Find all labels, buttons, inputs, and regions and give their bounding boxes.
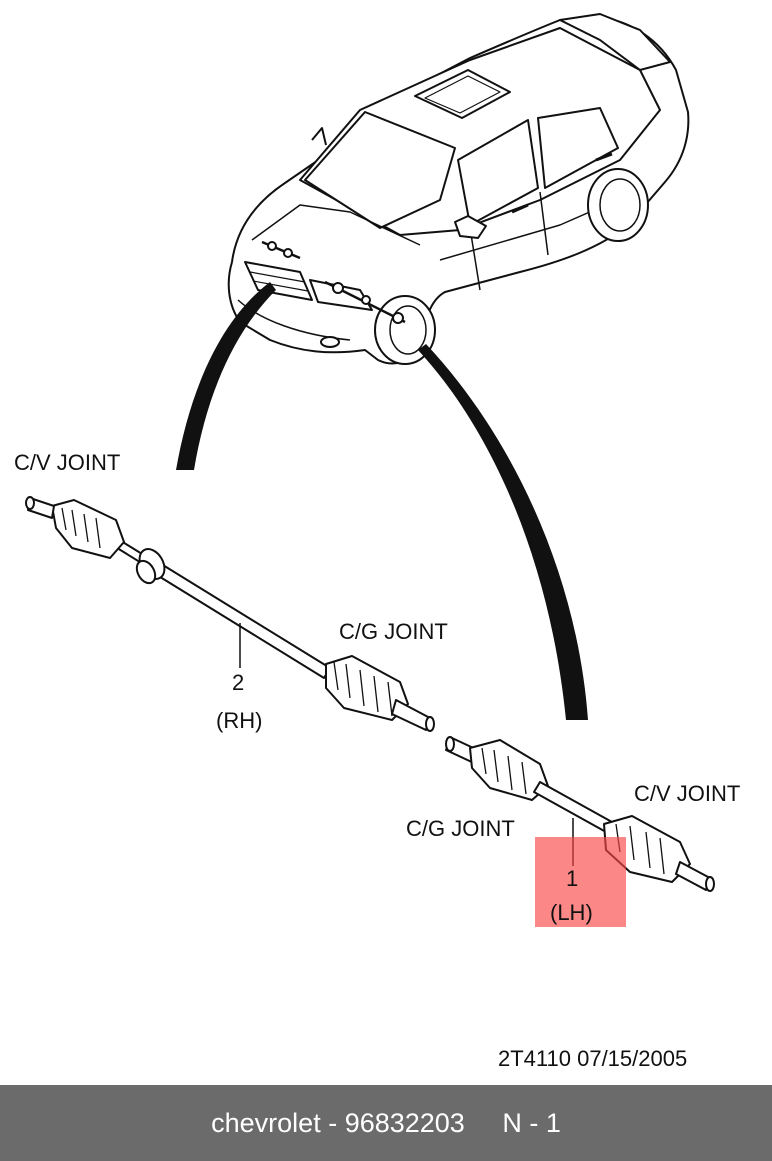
cg-joint-label-lh: C/G JOINT — [406, 816, 515, 841]
cv-joint-label-rh: C/V JOINT — [14, 450, 121, 475]
part-number-rh: 2 — [232, 670, 245, 695]
part-side-rh: (RH) — [216, 708, 263, 733]
rh-drive-shaft — [25, 496, 435, 732]
part-side-lh: (LH) — [550, 900, 593, 925]
pointer-arrow-rh — [176, 282, 276, 470]
exploded-drive-shaft-diagram — [25, 13, 715, 892]
cv-joint-label-lh: C/V JOINT — [634, 781, 741, 806]
part-number-lh: 1 — [566, 866, 579, 891]
pointer-arrow-lh — [418, 344, 588, 720]
car-illustration — [227, 13, 690, 365]
lh-part-highlight — [535, 837, 626, 927]
pointer-arrows — [176, 282, 588, 720]
footer-caption: chevrolet - 96832203 N - 1 — [211, 1107, 561, 1138]
drawing-code: 2T4110 07/15/2005 — [498, 1046, 688, 1071]
cg-joint-label-rh: C/G JOINT — [339, 619, 448, 644]
footer-bar: chevrolet - 96832203 N - 1 — [0, 1085, 772, 1161]
